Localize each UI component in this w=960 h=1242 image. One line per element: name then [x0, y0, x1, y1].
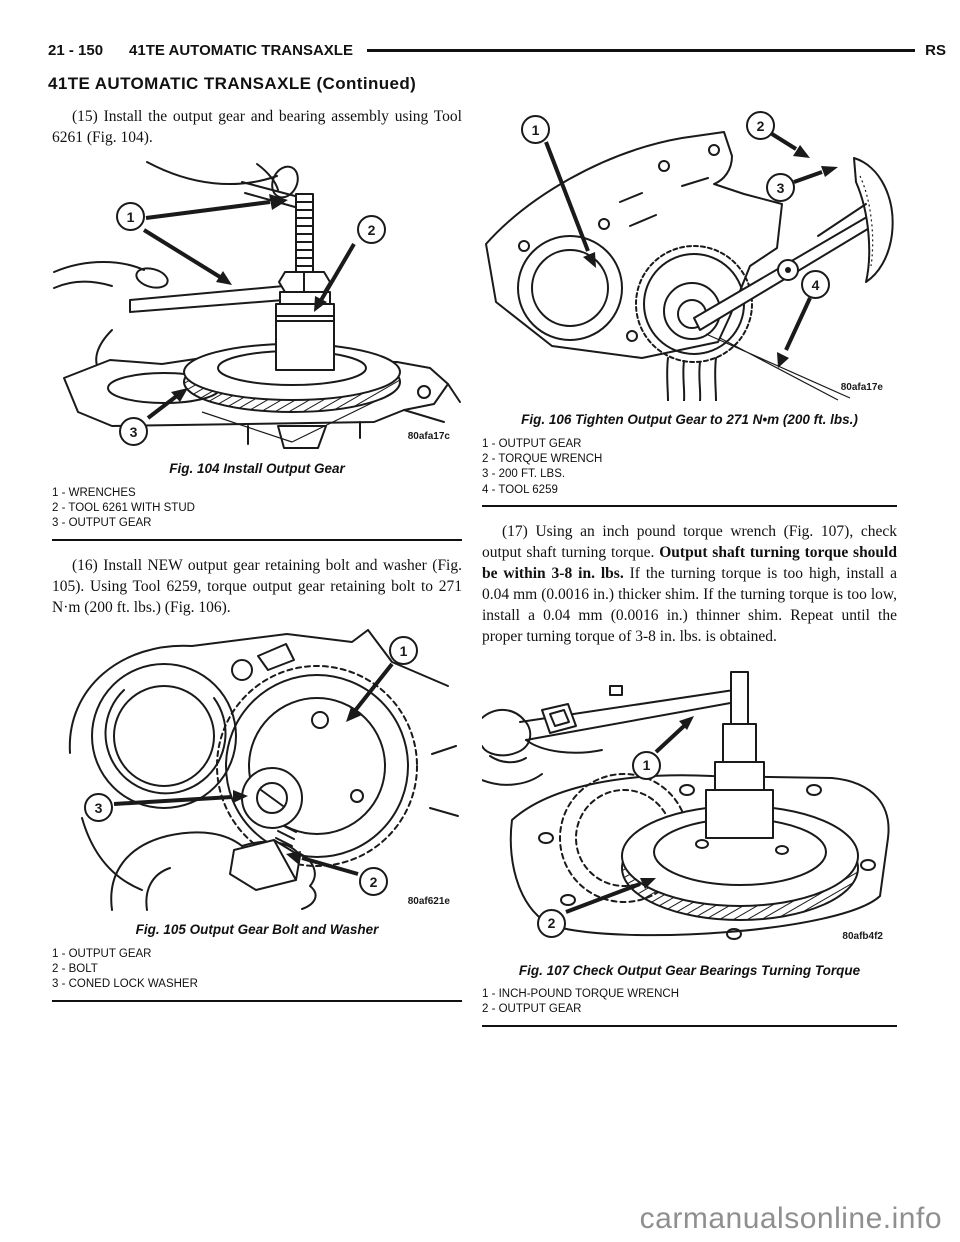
paragraph-16: (16) Install NEW output gear retaining b…	[52, 556, 462, 616]
figure-105-drawing	[68, 629, 459, 912]
legend-item: 1 - INCH-POUND TORQUE WRENCH	[482, 988, 679, 1001]
figure-106-callout-3: 3	[766, 173, 795, 202]
figure-105-image-code: 80af621e	[407, 896, 450, 908]
figure-106-drawing	[485, 131, 894, 401]
figure-104-image-code: 80afa17c	[407, 431, 450, 443]
figure-106-callout-2: 2	[746, 111, 775, 140]
figure-106-image-code: 80afa17e	[840, 382, 883, 393]
paragraph-17: (17) Using an inch pound torque wrench (…	[482, 521, 897, 647]
right-column: 1 2 3 4 80afa17e Fig. 106 Tighten Output…	[482, 106, 897, 1027]
header-region-code: RS	[925, 42, 946, 59]
figure-107-arrows	[565, 715, 694, 914]
figure-107-image-code: 80afb4f2	[842, 930, 883, 942]
figure-105-arrows	[113, 662, 394, 876]
figure-104: 1 2 3 80afa17c	[52, 160, 462, 450]
left-column: (15) Install the output gear and bearing…	[52, 106, 462, 1002]
figure-104-caption: Fig. 104 Install Output Gear	[169, 461, 345, 477]
figure-105-caption: Fig. 105 Output Gear Bolt and Washer	[135, 922, 379, 938]
case-torque-wrench-art	[485, 131, 894, 401]
figure-104-callout-3: 3	[119, 417, 148, 447]
legend-item: 1 - OUTPUT GEAR	[482, 437, 582, 450]
legend-item: 2 - BOLT	[52, 962, 98, 975]
section-title: 41TE AUTOMATIC TRANSAXLE (Continued)	[48, 74, 417, 93]
figure-107-caption: Fig. 107 Check Output Gear Bearings Turn…	[518, 962, 861, 978]
figure-104-drawing	[53, 161, 461, 450]
legend-item: 3 - OUTPUT GEAR	[52, 517, 152, 530]
legend-item: 3 - 200 FT. LBS.	[482, 468, 566, 481]
paragraph-17-bold-spec: Output shaft turning torque should be wi…	[482, 544, 897, 583]
figure-106-arrows	[544, 132, 838, 368]
watermark: carmanualsonline.info	[639, 1202, 942, 1235]
figure-104-arrows	[142, 194, 356, 420]
figure-107-drawing	[482, 670, 890, 940]
paragraph-15: (15) Install the output gear and bearing…	[52, 108, 462, 147]
legend-item: 2 - TORQUE WRENCH	[482, 452, 603, 465]
figure-107-legend: 1 - INCH-POUND TORQUE WRENCH 2 - OUTPUT …	[482, 987, 897, 1017]
legend-item: 4 - TOOL 6259	[482, 483, 558, 496]
legend-divider	[52, 999, 462, 1002]
figure-106-legend: 1 - OUTPUT GEAR 2 - TORQUE WRENCH 3 - 20…	[482, 437, 897, 498]
legend-item: 2 - TOOL 6261 WITH STUD	[52, 502, 195, 515]
page-header: 21 - 150 41TE AUTOMATIC TRANSAXLE RS	[48, 42, 946, 59]
legend-item: 1 - OUTPUT GEAR	[52, 947, 152, 960]
figure-107: 1 2 80afb4f2	[482, 660, 897, 952]
figure-107-callout-1: 1	[632, 750, 661, 780]
figure-105-callout-3: 3	[84, 793, 113, 823]
legend-item: 2 - OUTPUT GEAR	[482, 1003, 582, 1016]
header-title: 41TE AUTOMATIC TRANSAXLE	[129, 42, 353, 59]
figure-105-callout-2: 2	[359, 867, 388, 897]
figure-106-callout-1: 1	[521, 115, 550, 144]
figure-105: 1 2 3 80af621e	[52, 628, 462, 912]
figure-104-legend: 1 - WRENCHES 2 - TOOL 6261 WITH STUD 3 -…	[52, 486, 462, 531]
gear-bolt-washer-art	[68, 629, 459, 912]
legend-divider	[482, 505, 897, 508]
figure-104-callout-1: 1	[116, 202, 145, 232]
figure-105-callout-1: 1	[389, 636, 418, 666]
figure-104-callout-2: 2	[357, 215, 386, 245]
legend-item: 3 - CONED LOCK WASHER	[52, 978, 198, 991]
torque-check-art	[482, 670, 890, 940]
paragraph-17-text: (17) Using an inch pound torque wrench (…	[482, 523, 897, 562]
figure-107-callout-2: 2	[537, 908, 566, 938]
page-number: 21 - 150	[48, 42, 104, 59]
figure-106-caption: Fig. 106 Tighten Output Gear to 271 N•m …	[521, 412, 858, 427]
legend-divider	[52, 538, 462, 541]
figure-106: 1 2 3 4 80afa17e	[482, 106, 897, 401]
legend-divider	[482, 1024, 897, 1027]
legend-item: 1 - WRENCHES	[52, 486, 136, 499]
header-rule	[366, 49, 916, 52]
figure-106-callout-4: 4	[801, 270, 830, 299]
paragraph-17-text: If the turning torque is too high, insta…	[482, 565, 897, 646]
figure-105-legend: 1 - OUTPUT GEAR 2 - BOLT 3 - CONED LOCK …	[52, 947, 462, 992]
